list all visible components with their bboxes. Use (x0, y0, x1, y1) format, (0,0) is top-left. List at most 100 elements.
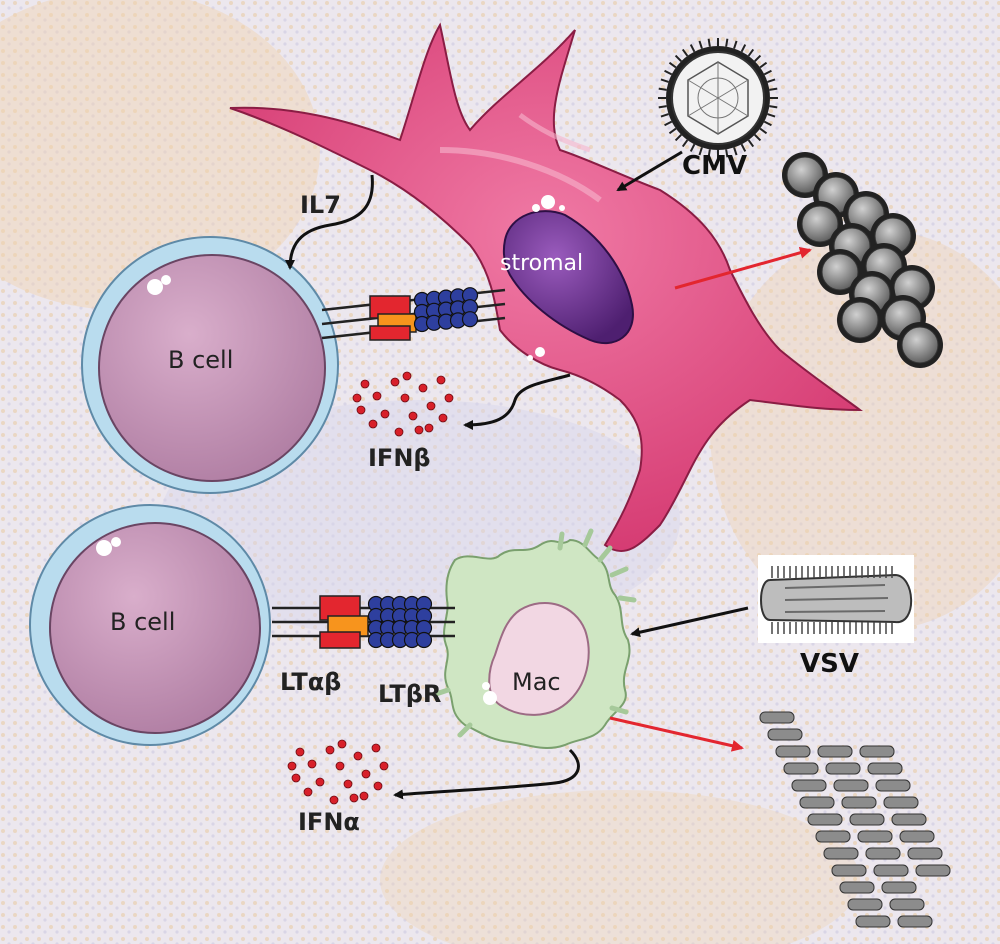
vsv-progeny-virion (825, 762, 861, 775)
ifn-molecule (408, 411, 418, 421)
ifn-molecule (394, 427, 404, 437)
ifn-molecule (360, 379, 370, 389)
vsv-progeny-virion (897, 915, 933, 928)
vsv-replication-arrow (609, 716, 744, 752)
ifn-molecule (373, 781, 383, 791)
vsv-progeny-cluster (759, 711, 951, 928)
vsv-progeny-virion (875, 779, 911, 792)
vsv-progeny-virion (823, 847, 859, 860)
stromal-nucleus (502, 195, 634, 361)
ifn-molecule (356, 405, 366, 415)
vsv-progeny-virion (807, 813, 843, 826)
ifn-molecule (426, 401, 436, 411)
vsv-progeny-virion (855, 915, 891, 928)
ifn-molecule (438, 413, 448, 423)
ifn-molecule (353, 751, 363, 761)
vsv-progeny-virion (791, 779, 827, 792)
ifn-molecule (400, 393, 410, 403)
ifn-molecule (402, 371, 412, 381)
ltbr-receptor-bottom (367, 595, 433, 649)
vsv-progeny-virion (775, 745, 811, 758)
vsv-progeny-virion (881, 881, 917, 894)
vsv-progeny-virion (857, 830, 893, 843)
vsv-progeny-virion (849, 813, 885, 826)
ifn-molecule (315, 777, 325, 787)
stromal-label: stromal (500, 251, 583, 276)
ifn-molecule (287, 761, 297, 771)
b-cell-top (81, 236, 339, 494)
cmv-progeny-cluster (782, 152, 943, 368)
vsv-progeny-virion (915, 864, 951, 877)
ifn-molecule (349, 793, 359, 803)
ifn-beta-arrow (463, 373, 571, 430)
il7-label: IL7 (300, 191, 341, 219)
ifn-molecule (379, 761, 389, 771)
ifn-molecule (372, 391, 382, 401)
ifn-alpha-cluster (287, 739, 389, 805)
vsv-progeny-virion (859, 745, 895, 758)
cmv-replication-arrow (674, 246, 812, 290)
ifn-beta-cluster (352, 371, 454, 437)
ifn-molecule (291, 773, 301, 783)
ifn-molecule (368, 419, 378, 429)
vsv-progeny-virion (847, 898, 883, 911)
ltbr-bead (461, 311, 479, 328)
b-cell-top-label: B cell (168, 346, 233, 374)
vsv-progeny-virion (899, 830, 935, 843)
ltbr-label: LTβR (378, 680, 441, 708)
ifn-molecule (361, 769, 371, 779)
ifn-molecule (414, 425, 424, 435)
ifn-molecule (337, 739, 347, 749)
ifn-molecule (325, 745, 335, 755)
ifn-molecule (380, 409, 390, 419)
ltbr-bead (415, 631, 433, 649)
vsv-progeny-virion (865, 847, 901, 860)
vsv-progeny-virion (841, 796, 877, 809)
ifn-molecule (352, 393, 362, 403)
cmv-virion-icon (666, 46, 770, 150)
vsv-progeny-virion (907, 847, 943, 860)
vsv-progeny-virion (817, 745, 853, 758)
mac-label: Mac (512, 668, 561, 696)
ifn-alpha-label: IFNα (298, 808, 360, 836)
vsv-progeny-virion (891, 813, 927, 826)
vsv-progeny-virion (833, 779, 869, 792)
vsv-progeny-virion (831, 864, 867, 877)
b-cell-bottom-label: B cell (110, 608, 175, 636)
b-cell-bottom (29, 504, 271, 746)
ifn-molecule (359, 791, 369, 801)
ifn-molecule (444, 393, 454, 403)
vsv-progeny-virion (767, 728, 803, 741)
ifn-molecule (329, 795, 339, 805)
vsv-progeny-virion (889, 898, 925, 911)
vsv-progeny-virion (759, 711, 795, 724)
ltab-label: LTαβ (280, 668, 341, 696)
vsv-progeny-virion (873, 864, 909, 877)
ifn-alpha-arrow (393, 748, 580, 800)
vsv-label: VSV (800, 649, 859, 679)
cmv-label: CMV (682, 151, 747, 181)
vsv-virion-icon (758, 555, 914, 643)
cmv-infection-arrow (616, 150, 683, 192)
vsv-progeny-virion (799, 796, 835, 809)
vsv-infection-arrow (630, 606, 749, 638)
vsv-progeny-virion (867, 762, 903, 775)
ifn-molecule (371, 743, 381, 753)
highlight (541, 195, 555, 209)
ifn-molecule (390, 377, 400, 387)
vsv-progeny-virion (815, 830, 851, 843)
il7-arrow (285, 174, 374, 270)
ltbr-receptor-top (413, 287, 479, 333)
vsv-progeny-virion (839, 881, 875, 894)
mac-nucleus (482, 601, 590, 716)
vsv-progeny-virion (883, 796, 919, 809)
vsv-progeny-virion (783, 762, 819, 775)
ifn-molecule (303, 787, 313, 797)
ifn-molecule (307, 759, 317, 769)
ifn-beta-label: IFNβ (368, 444, 431, 472)
ifn-molecule (436, 375, 446, 385)
ifn-molecule (424, 423, 434, 433)
ifn-molecule (335, 761, 345, 771)
